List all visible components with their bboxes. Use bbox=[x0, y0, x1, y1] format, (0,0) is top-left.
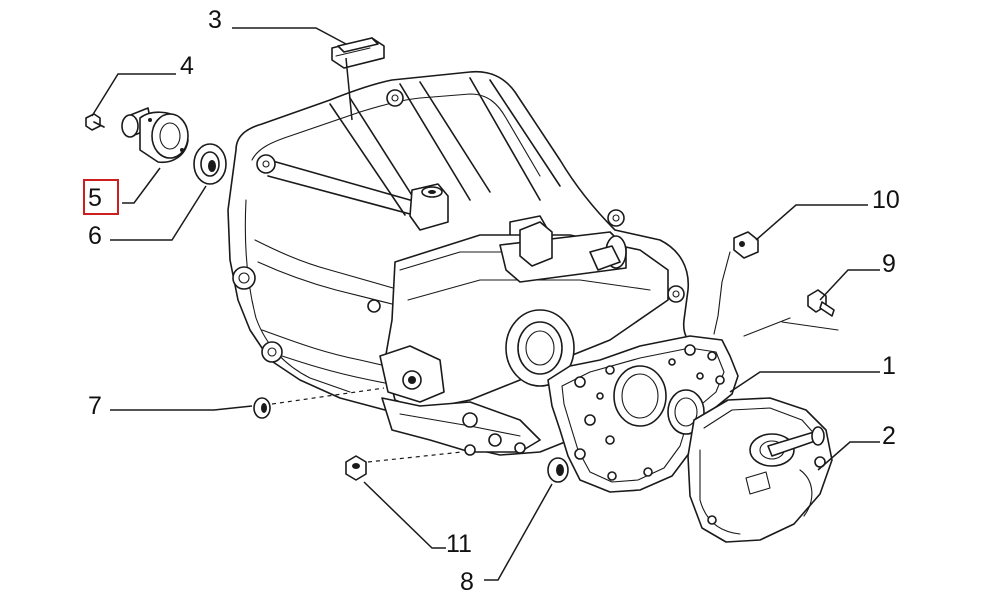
seal-part-8 bbox=[547, 457, 569, 483]
oil-seal-part-6 bbox=[193, 143, 227, 185]
callout-9: 9 bbox=[882, 250, 896, 278]
callout-1: 1 bbox=[882, 352, 896, 380]
callout-5: 5 bbox=[88, 184, 102, 212]
leader-lines bbox=[91, 27, 880, 581]
callout-4: 4 bbox=[180, 52, 194, 80]
plug-part-7 bbox=[253, 397, 271, 419]
nut-part-11 bbox=[345, 455, 367, 481]
cap-part-3 bbox=[331, 37, 385, 69]
end-cover-plate bbox=[547, 335, 739, 493]
callout-11: 11 bbox=[446, 530, 472, 558]
callout-6: 6 bbox=[88, 222, 102, 250]
callout-labels: 3 4 5 6 7 8 9 10 1 2 11 bbox=[83, 6, 900, 596]
callout-7: 7 bbox=[88, 392, 102, 420]
screw-part-9 bbox=[807, 289, 835, 317]
callout-3: 3 bbox=[208, 6, 222, 34]
guide-sleeve-part-5 bbox=[121, 107, 189, 164]
bolt-part-4 bbox=[85, 113, 105, 131]
nut-part-10 bbox=[733, 231, 759, 259]
callout-2: 2 bbox=[882, 422, 896, 450]
callout-5-highlight-box bbox=[83, 179, 119, 215]
callout-10: 10 bbox=[872, 186, 900, 214]
gearbox-housing bbox=[227, 70, 713, 456]
callout-8: 8 bbox=[460, 568, 474, 596]
rear-cover bbox=[687, 397, 833, 543]
